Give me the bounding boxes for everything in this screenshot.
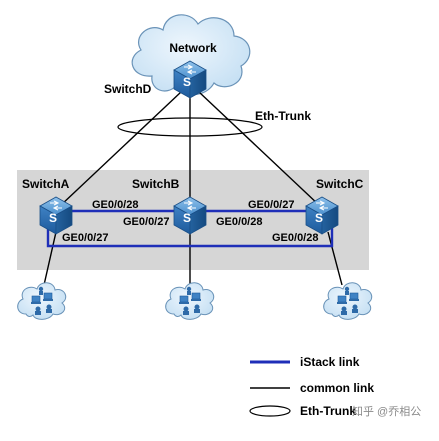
common-links bbox=[43, 91, 343, 286]
eth-trunk-ellipse bbox=[117, 117, 263, 137]
port-c-ge27: GE0/0/27 bbox=[248, 199, 294, 211]
switch-c[interactable]: S bbox=[305, 196, 339, 235]
link-d-to-a bbox=[59, 91, 182, 207]
switch-c-glyph: S bbox=[315, 211, 323, 225]
switch-a[interactable]: S bbox=[39, 196, 73, 235]
port-b-ge28: GE0/0/28 bbox=[216, 216, 262, 228]
port-a-ge28: GE0/0/28 bbox=[92, 199, 138, 211]
switch-b-label: SwitchB bbox=[132, 177, 180, 191]
link-d-to-c bbox=[198, 91, 321, 207]
switch-b-glyph: S bbox=[183, 211, 191, 225]
switch-a-label: SwitchA bbox=[22, 177, 70, 191]
switch-d[interactable]: S bbox=[173, 60, 207, 99]
link-a-to-terminal bbox=[43, 231, 57, 286]
switch-c-label: SwitchC bbox=[316, 177, 364, 191]
terminal-cloud-b bbox=[165, 282, 215, 320]
legend-eth-trunk-label: Eth-Trunk bbox=[300, 404, 356, 418]
eth-trunk-label: Eth-Trunk bbox=[255, 109, 311, 123]
switch-b[interactable]: S bbox=[173, 196, 207, 235]
switch-d-label: SwitchD bbox=[104, 82, 152, 96]
istack-a-c bbox=[46, 228, 334, 248]
legend-common-label: common link bbox=[300, 381, 374, 395]
port-a-ge27: GE0/0/27 bbox=[62, 232, 108, 244]
terminal-cloud-a bbox=[17, 282, 67, 320]
link-c-to-terminal bbox=[327, 231, 343, 286]
port-c-ge28: GE0/0/28 bbox=[272, 232, 318, 244]
watermark: 知乎 @乔相公 bbox=[352, 404, 421, 418]
switch-d-glyph: S bbox=[183, 75, 191, 89]
network-label: Network bbox=[169, 41, 217, 55]
port-b-ge27: GE0/0/27 bbox=[123, 216, 169, 228]
istack-links bbox=[46, 209, 334, 248]
legend: iStack link common link Eth-Trunk bbox=[249, 355, 374, 418]
legend-eth-trunk-ellipse bbox=[249, 405, 291, 417]
switch-a-glyph: S bbox=[49, 211, 57, 225]
legend-istack-label: iStack link bbox=[300, 355, 360, 369]
terminal-cloud-c bbox=[323, 282, 373, 320]
